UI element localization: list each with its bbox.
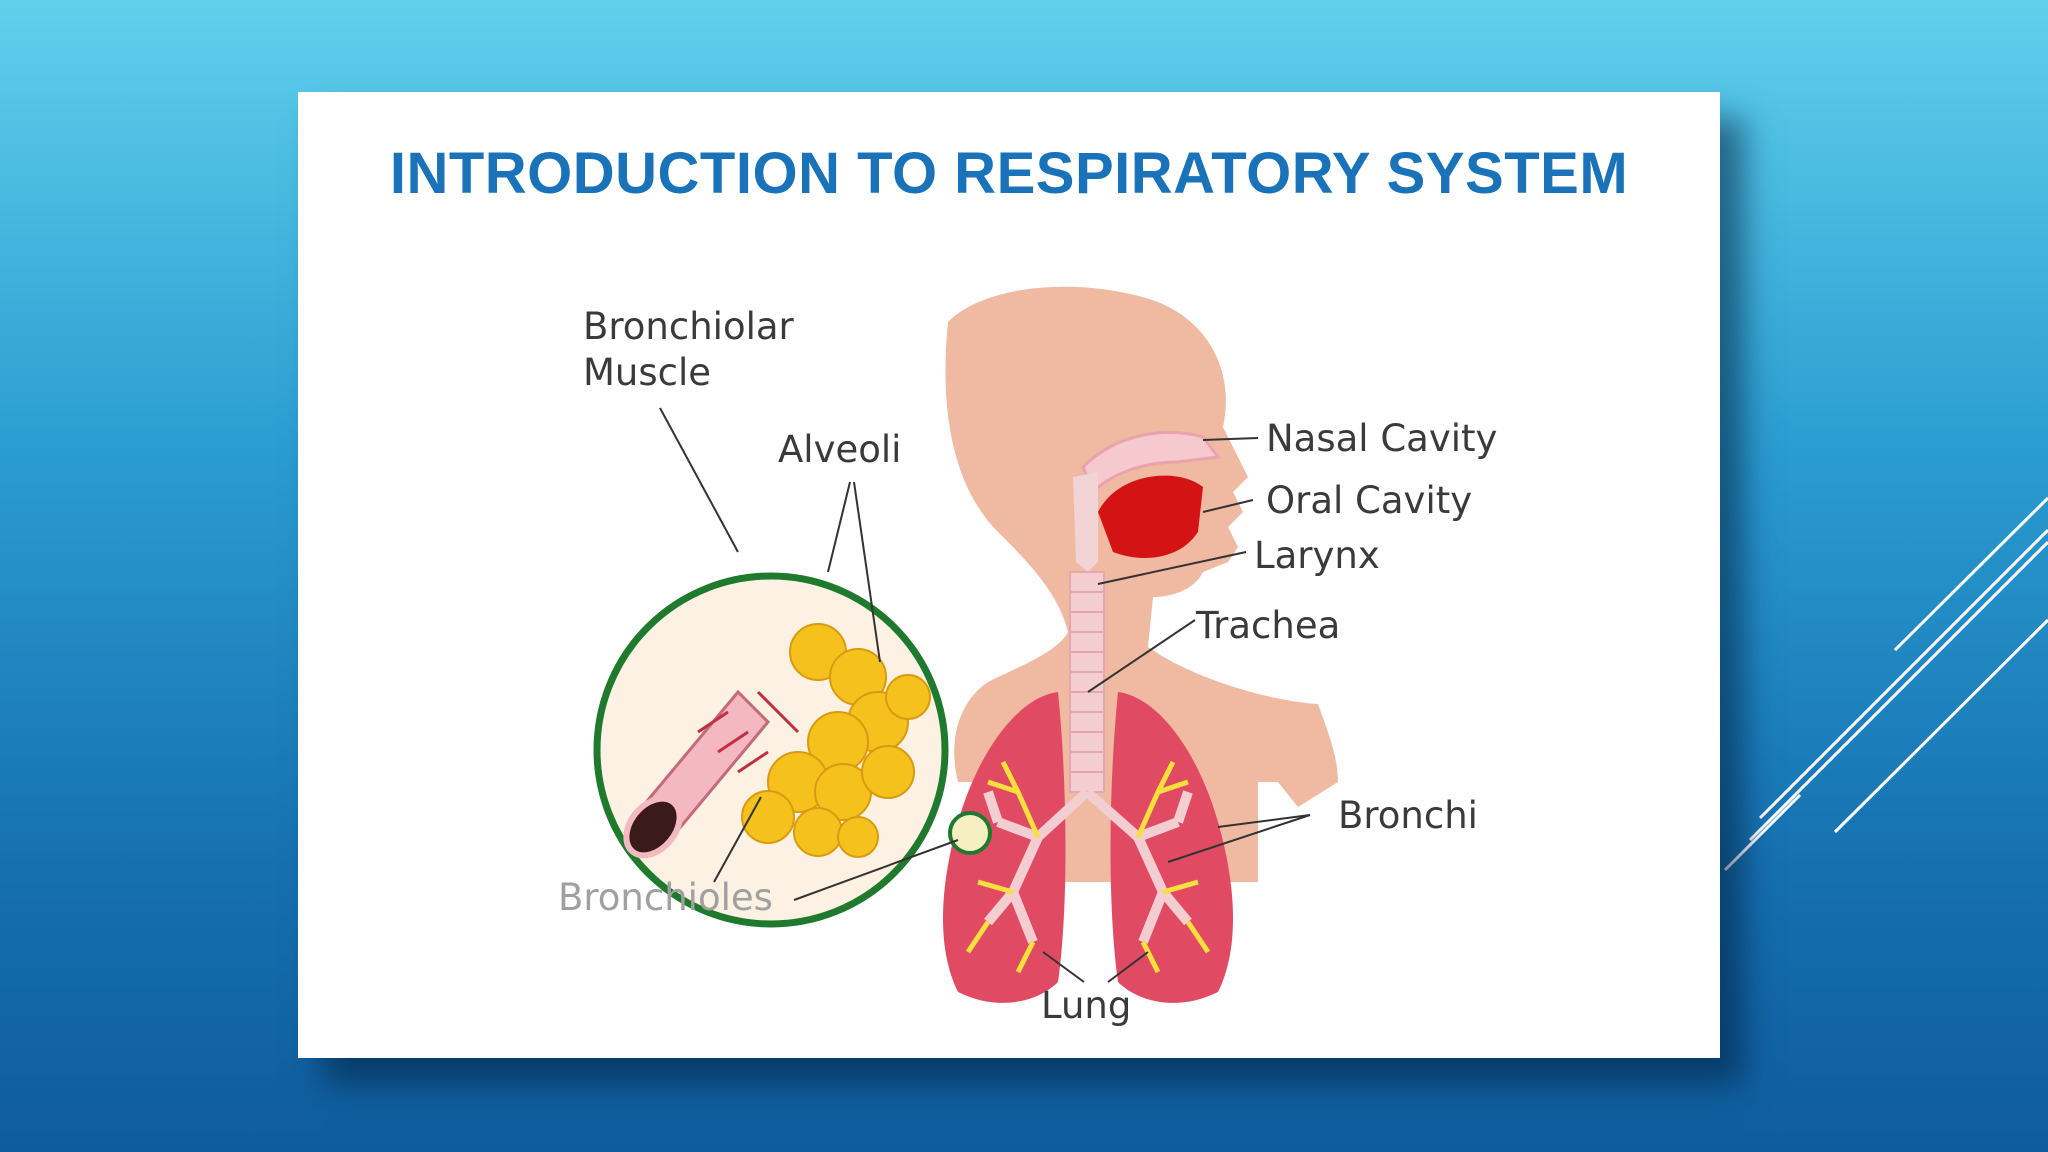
nasal-cavity-shape xyxy=(1081,431,1221,495)
label-bronchiolar-muscle-line2: Muscle xyxy=(583,351,711,394)
label-nasal-cavity: Nasal Cavity xyxy=(1266,417,1497,460)
bronchiolar-muscle-fibers xyxy=(697,690,800,774)
bronchiole-opening xyxy=(623,795,683,859)
label-larynx: Larynx xyxy=(1254,534,1380,577)
slide-card: INTRODUCTION TO RESPIRATORY SYSTEM xyxy=(298,92,1720,1058)
label-bronchiolar-muscle-line1: Bronchiolar xyxy=(583,305,795,348)
label-leader-lines xyxy=(659,407,1311,983)
left-lung xyxy=(943,692,1066,1003)
bronchiole-tree xyxy=(965,760,1211,974)
bronchiole-highlight-circle xyxy=(948,811,992,855)
respiratory-diagram: Bronchiolar Muscle Alveoli Bronchioles N… xyxy=(558,286,1497,1027)
label-lung: Lung xyxy=(1041,984,1131,1027)
label-oral-cavity: Oral Cavity xyxy=(1266,479,1472,522)
magnified-alveoli-cluster xyxy=(741,623,931,858)
label-bronchi: Bronchi xyxy=(1338,794,1478,837)
trachea-shape xyxy=(1069,571,1105,793)
trachea-rings xyxy=(1070,591,1104,773)
label-bronchioles: Bronchioles xyxy=(558,876,773,919)
slide-title: INTRODUCTION TO RESPIRATORY SYSTEM xyxy=(389,141,1629,206)
label-alveoli: Alveoli xyxy=(778,428,901,471)
oral-cavity-shape xyxy=(1098,475,1203,558)
label-trachea: Trachea xyxy=(1195,604,1340,647)
pharynx-shape xyxy=(1073,472,1098,572)
right-lung xyxy=(1110,692,1233,1003)
